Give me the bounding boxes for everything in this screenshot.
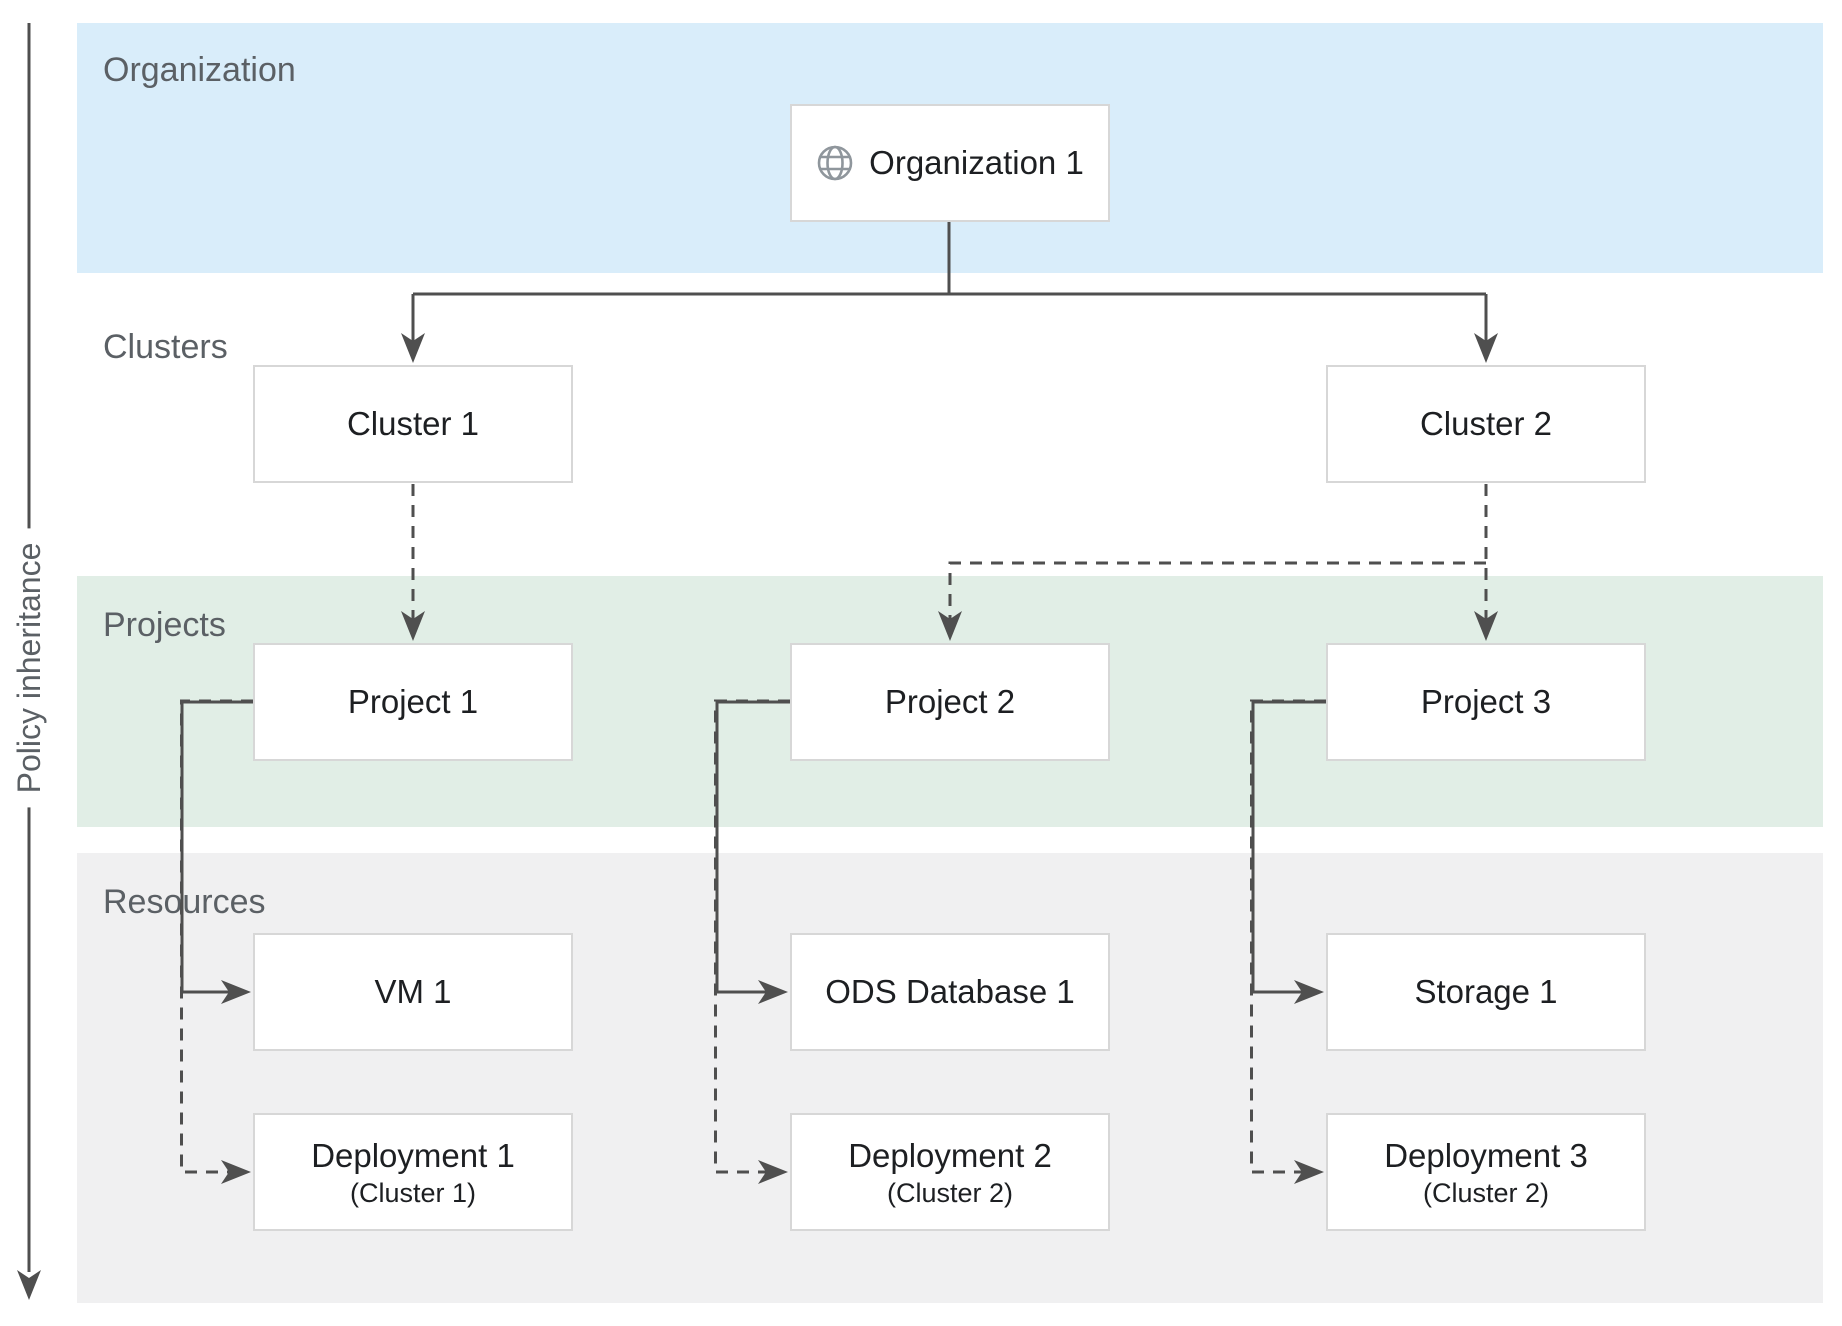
node-deployment-3: Deployment 3 (Cluster 2) [1326, 1113, 1646, 1231]
node-label: Deployment 1 [311, 1137, 515, 1174]
node-deployment-2: Deployment 2 (Cluster 2) [790, 1113, 1110, 1231]
node-cluster-2: Cluster 2 [1326, 365, 1646, 483]
node-label: ODS Database 1 [825, 973, 1075, 1010]
node-project-3: Project 3 [1326, 643, 1646, 761]
node-label: Organization 1 [869, 144, 1084, 181]
globe-icon [816, 144, 854, 182]
node-label: Project 2 [884, 683, 1016, 720]
node-label: Storage 1 [1414, 973, 1558, 1010]
node-project-2: Project 2 [790, 643, 1110, 761]
node-sublabel: (Cluster 2) [1422, 1178, 1550, 1208]
band-resources-label: Resources [103, 883, 266, 921]
band-projects-label: Projects [103, 606, 226, 644]
node-vm-1: VM 1 [253, 933, 573, 1051]
policy-inheritance-label: Policy inheritance [7, 528, 51, 808]
node-sublabel: (Cluster 2) [886, 1178, 1014, 1208]
node-label: Deployment 3 [1384, 1137, 1588, 1174]
node-organization-1: Organization 1 [790, 104, 1110, 222]
node-cluster-1: Cluster 1 [253, 365, 573, 483]
band-organization-label: Organization [103, 51, 296, 89]
node-label: VM 1 [374, 973, 452, 1010]
node-label: Project 3 [1420, 683, 1552, 720]
node-project-1: Project 1 [253, 643, 573, 761]
node-sublabel: (Cluster 1) [349, 1178, 477, 1208]
node-label: Cluster 2 [1419, 405, 1553, 442]
band-clusters-label: Clusters [103, 328, 228, 366]
node-label: Project 1 [347, 683, 479, 720]
node-storage-1: Storage 1 [1326, 933, 1646, 1051]
node-ods-database-1: ODS Database 1 [790, 933, 1110, 1051]
node-label: Cluster 1 [346, 405, 480, 442]
node-label: Deployment 2 [848, 1137, 1052, 1174]
node-deployment-1: Deployment 1 (Cluster 1) [253, 1113, 573, 1231]
band-resources [77, 853, 1823, 1303]
